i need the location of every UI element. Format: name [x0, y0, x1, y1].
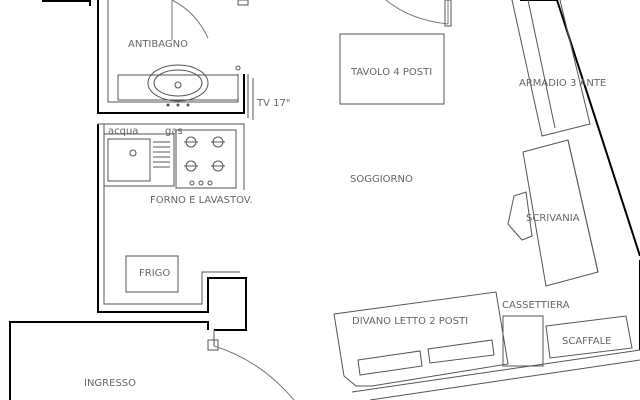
top-left-wall [42, 0, 91, 6]
kitchen-walls [97, 123, 247, 331]
fridge-label: FRIGO [139, 268, 170, 279]
kitchen-sink [103, 133, 175, 187]
shelving [545, 315, 633, 359]
gas-label: gas [165, 126, 183, 137]
entrance-room [9, 321, 295, 400]
wardrobe-label: ARMADIO 3 ANTE [519, 78, 606, 89]
drawer-unit [502, 315, 544, 367]
desk-label: SCRIVANIA [526, 213, 580, 224]
cooktop [175, 129, 237, 189]
antibagno-label: ANTIBAGNO [128, 39, 188, 50]
desk [507, 139, 599, 287]
top-door [385, 0, 452, 27]
table-label: TAVOLO 4 POSTI [350, 67, 432, 78]
right-wall [511, 0, 640, 257]
water-label: acqua [108, 126, 138, 137]
washbasin [117, 64, 241, 107]
shelving-label: SCAFFALE [562, 336, 612, 347]
bottom-right-walls [351, 260, 640, 400]
dining-table [339, 33, 445, 105]
sofa-bed-label: DIVANO LETTO 2 POSTI [352, 316, 468, 327]
antibagno-room [97, 0, 254, 120]
soggiorno-label: SOGGIORNO [350, 174, 413, 185]
tv-label: TV 17" [256, 98, 290, 109]
drawer-unit-label: CASSETTIERA [502, 300, 570, 311]
ingresso-label: INGRESSO [84, 378, 136, 389]
sofa-bed [333, 291, 509, 387]
oven-dishwasher-label: FORNO E LAVASTOV. [150, 195, 253, 206]
fridge [125, 255, 179, 293]
